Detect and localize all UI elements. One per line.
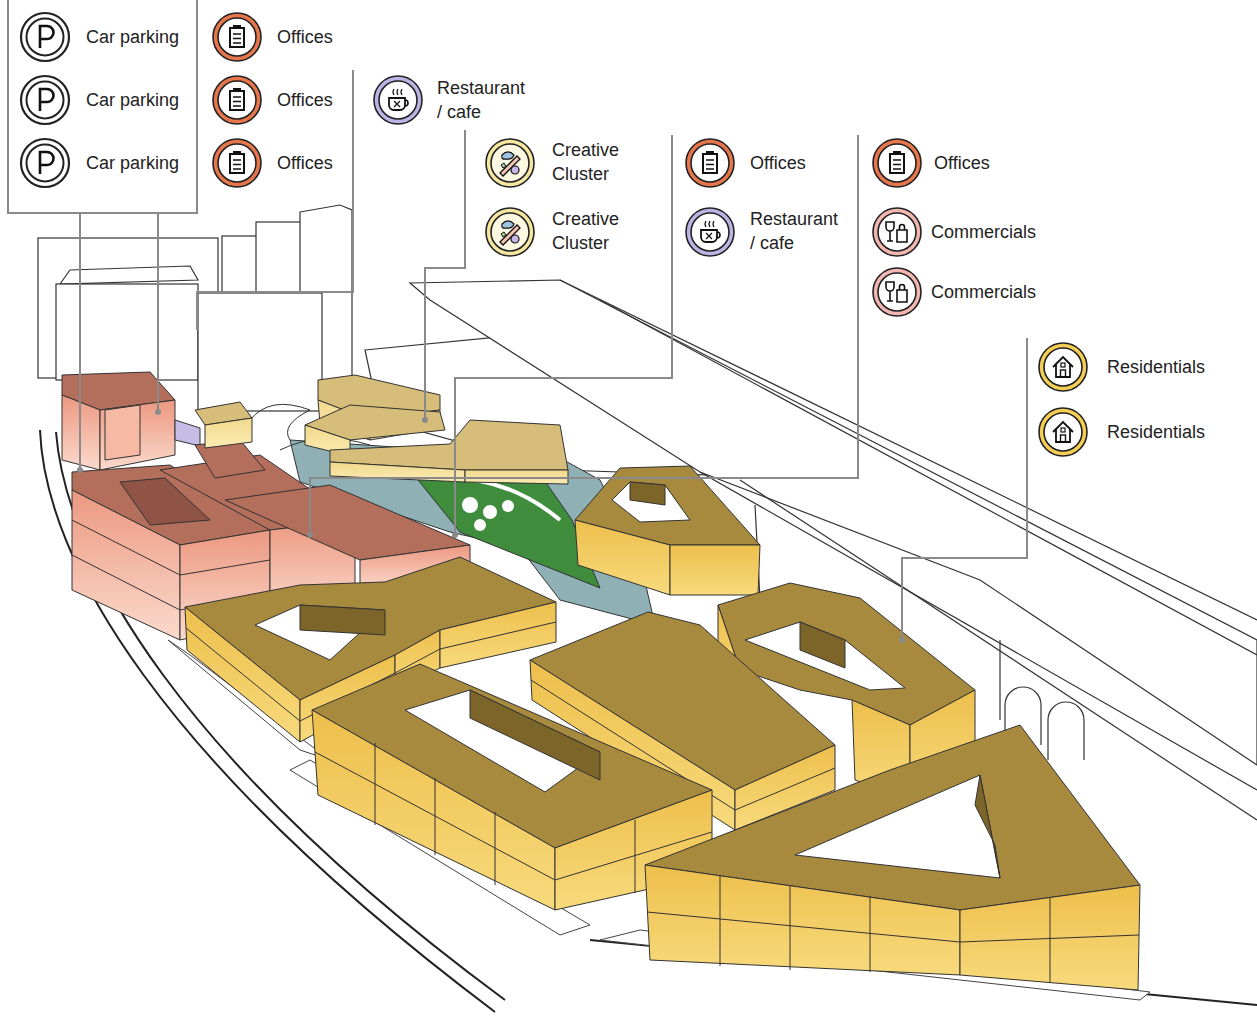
- residential-block: [720, 876, 1050, 982]
- leader-dot: [155, 409, 161, 415]
- use-icon: [873, 208, 921, 256]
- use-icon: [21, 13, 1087, 456]
- use-label: Creative Cluster: [552, 207, 632, 255]
- leader-dot: [452, 532, 458, 538]
- leader-line: [455, 135, 672, 533]
- use-icon: [873, 139, 921, 187]
- residential-block: [185, 466, 1140, 990]
- residential-block: [745, 622, 905, 690]
- use-label: Offices: [750, 151, 806, 175]
- residential-block: [575, 520, 670, 595]
- use-icon: [374, 76, 422, 124]
- use-label: Offices: [934, 151, 990, 175]
- residential-block: [645, 865, 960, 975]
- leader-line: [8, 0, 1027, 638]
- residential-block: [630, 482, 665, 505]
- leader-line: [8, 0, 197, 213]
- park: [502, 500, 514, 512]
- leader-dot: [899, 637, 905, 643]
- leader-line: [197, 70, 353, 330]
- office-building: [100, 400, 175, 470]
- use-icon: [213, 13, 261, 61]
- leader-line: [310, 135, 858, 533]
- use-label: Car parking: [86, 25, 179, 49]
- residential-block: [800, 622, 845, 668]
- office-building: [105, 405, 140, 460]
- residential-block: [312, 710, 555, 910]
- use-label: Restaurant / cafe: [437, 76, 530, 124]
- office-building: [175, 420, 200, 446]
- leader-line: [902, 338, 1027, 638]
- residential-block: [300, 605, 385, 635]
- use-label: Commercials: [931, 280, 1036, 304]
- use-label: Residentials: [1107, 355, 1205, 379]
- residential-block: [470, 690, 600, 780]
- residential-block: [670, 545, 760, 595]
- use-label: Car parking: [86, 151, 179, 175]
- elevated-road: [560, 280, 1257, 620]
- creative-building: [205, 418, 252, 448]
- leader-dot: [77, 409, 905, 643]
- residential-block: [255, 605, 385, 660]
- use-label: Offices: [277, 88, 333, 112]
- park: [483, 505, 497, 519]
- leader-dot: [307, 532, 313, 538]
- background-building: [56, 284, 198, 380]
- use-label: Creative Cluster: [552, 138, 632, 186]
- residential-block: [975, 775, 1000, 878]
- office-building: [225, 485, 470, 560]
- use-icon: [1039, 343, 1087, 391]
- residential-block: [647, 912, 1139, 942]
- creative-building: [330, 420, 568, 470]
- use-label: Commercials: [931, 220, 1036, 244]
- use-label: Offices: [277, 25, 333, 49]
- site-edge: [40, 430, 1257, 1012]
- landscape-path: [250, 404, 310, 440]
- use-icon: [686, 139, 734, 187]
- park: [474, 519, 486, 531]
- use-icon: [1039, 408, 1087, 456]
- use-icon: [873, 268, 921, 316]
- residential-block: [612, 482, 690, 522]
- use-label: Offices: [277, 151, 333, 175]
- use-label: Car parking: [86, 88, 179, 112]
- use-icon: [21, 13, 69, 61]
- use-icon: [213, 139, 261, 187]
- leader-line: [425, 130, 465, 418]
- creative-building: [195, 375, 568, 484]
- background-building: [198, 293, 322, 411]
- leader-dot: [422, 417, 428, 423]
- leader-line: [157, 213, 159, 410]
- leader-dot: [77, 467, 83, 473]
- use-icon: [686, 208, 734, 256]
- use-icon: [213, 76, 261, 124]
- park: [462, 497, 478, 513]
- use-icon: [21, 139, 69, 187]
- residential-block: [405, 690, 600, 792]
- use-label: Residentials: [1107, 420, 1205, 444]
- residential-block: [795, 775, 1000, 878]
- use-icon: [21, 76, 69, 124]
- leader-line: [79, 213, 81, 468]
- use-icon: [486, 139, 534, 187]
- use-icon: [486, 208, 534, 256]
- residential-block: [375, 743, 635, 893]
- use-label: Restaurant / cafe: [750, 207, 843, 255]
